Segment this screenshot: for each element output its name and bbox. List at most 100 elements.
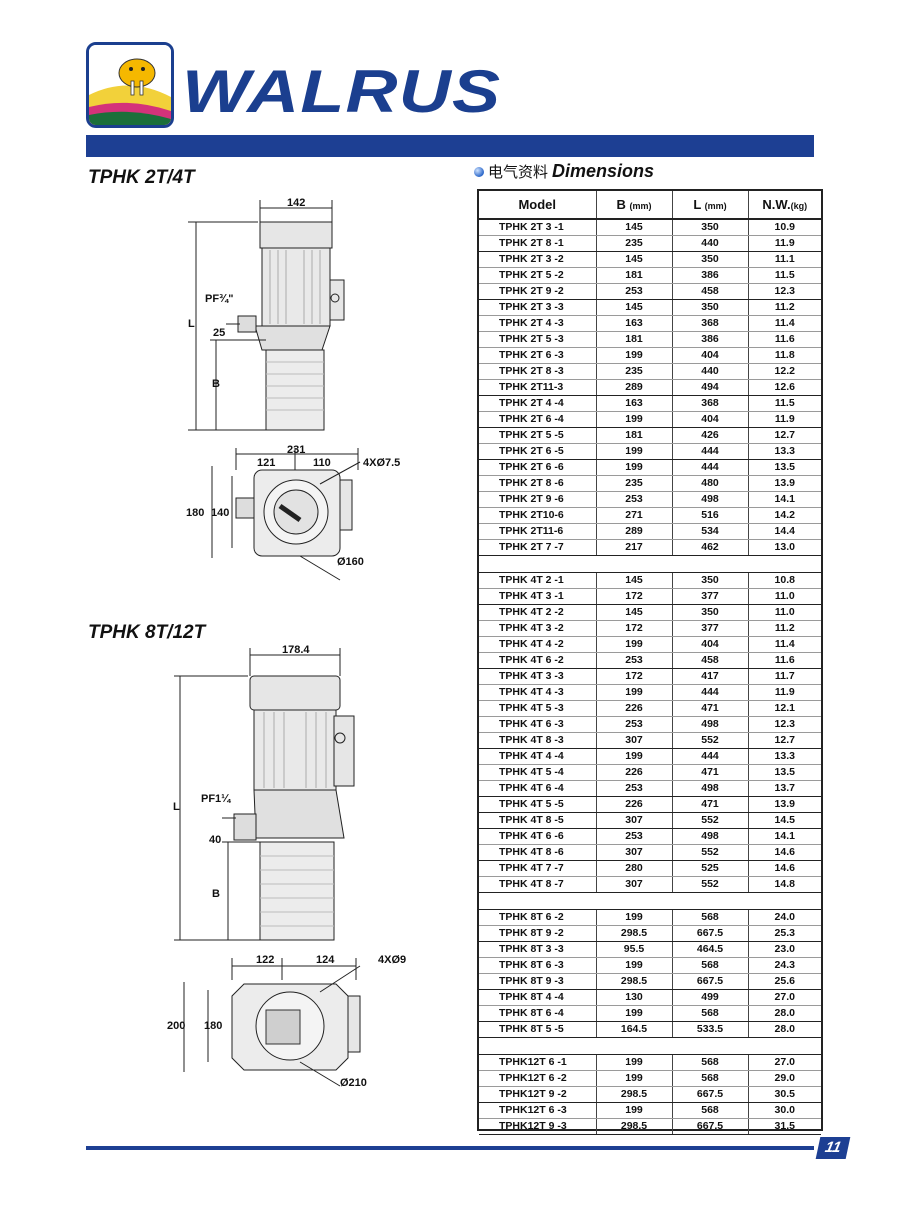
dim-40-large: 40 [209, 834, 222, 846]
dim-L-small: L [188, 318, 195, 330]
walrus-mascot-icon [89, 45, 171, 125]
cell-l: 368 [672, 315, 749, 332]
cell-b: 181 [596, 331, 673, 348]
cell-model: TPHK 4T 2 -1 [479, 572, 597, 589]
cell-nw: 11.5 [748, 267, 821, 284]
cell-l: 404 [672, 347, 749, 364]
cell-model: TPHK12T 9 -3 [479, 1118, 597, 1135]
cell-nw: 29.0 [748, 1070, 821, 1087]
separator-cell [479, 892, 821, 910]
cell-b: 199 [596, 443, 673, 460]
cell-b: 235 [596, 363, 673, 380]
cell-b: 95.5 [596, 941, 673, 958]
cell-model: TPHK 2T 7 -7 [479, 539, 597, 556]
dim-180-large: 180 [204, 1020, 223, 1032]
cell-model: TPHK 2T 6 -4 [479, 411, 597, 428]
cell-model: TPHK 2T11-3 [479, 379, 597, 396]
cell-b: 298.5 [596, 1086, 673, 1103]
cell-b: 226 [596, 796, 673, 813]
cell-nw: 11.9 [748, 411, 821, 428]
cell-model: TPHK 4T 6 -2 [479, 652, 597, 669]
cell-l: 499 [672, 989, 749, 1006]
cell-model: TPHK 8T 6 -2 [479, 909, 597, 926]
cell-l: 568 [672, 1054, 749, 1071]
cell-nw: 24.3 [748, 957, 821, 974]
cell-nw: 31.5 [748, 1118, 821, 1135]
cell-b: 253 [596, 652, 673, 669]
cell-b: 199 [596, 1070, 673, 1087]
cell-model: TPHK 2T 5 -5 [479, 427, 597, 444]
header-l-unit: (mm) [704, 201, 727, 211]
cell-nw: 27.0 [748, 1054, 821, 1071]
dim-right-small: 110 [313, 457, 331, 469]
cell-b: 271 [596, 507, 673, 524]
cell-l: 350 [672, 219, 749, 236]
cell-nw: 11.6 [748, 331, 821, 348]
cell-l: 444 [672, 459, 749, 476]
cell-l: 377 [672, 620, 749, 637]
cell-b: 145 [596, 604, 673, 621]
cell-model: TPHK12T 6 -3 [479, 1102, 597, 1119]
cell-nw: 11.7 [748, 668, 821, 685]
cell-l: 350 [672, 299, 749, 316]
dim-top-width-large: 178.4 [282, 644, 310, 656]
cell-b: 199 [596, 1102, 673, 1119]
header-b-unit: (mm) [629, 201, 652, 211]
cell-l: 667.5 [672, 1118, 749, 1135]
cell-b: 172 [596, 620, 673, 637]
cell-l: 404 [672, 636, 749, 653]
cell-l: 471 [672, 764, 749, 781]
cell-l: 462 [672, 539, 749, 556]
cell-nw: 24.0 [748, 909, 821, 926]
dim-B-large: B [212, 888, 220, 900]
cell-nw: 11.9 [748, 235, 821, 252]
pump-drawings [174, 200, 361, 1087]
cell-model: TPHK 4T 8 -5 [479, 812, 597, 829]
cell-nw: 23.0 [748, 941, 821, 958]
cell-l: 350 [672, 604, 749, 621]
cell-nw: 13.0 [748, 539, 821, 556]
cell-model: TPHK 8T 9 -2 [479, 925, 597, 942]
cell-model: TPHK 2T 3 -1 [479, 219, 597, 236]
section-title-large: TPHK 8T/12T [88, 622, 206, 643]
cell-nw: 11.4 [748, 636, 821, 653]
cell-b: 145 [596, 251, 673, 268]
header-l: L (mm) [672, 191, 749, 220]
cell-b: 181 [596, 267, 673, 284]
cell-b: 199 [596, 636, 673, 653]
cell-nw: 12.2 [748, 363, 821, 380]
cell-l: 498 [672, 491, 749, 508]
cell-nw: 28.0 [748, 1021, 821, 1038]
cell-model: TPHK 2T 5 -2 [479, 267, 597, 284]
cell-b: 130 [596, 989, 673, 1006]
cell-l: 471 [672, 796, 749, 813]
cell-l: 458 [672, 283, 749, 300]
cell-b: 199 [596, 957, 673, 974]
cell-nw: 12.3 [748, 283, 821, 300]
cell-b: 199 [596, 909, 673, 926]
cell-l: 498 [672, 716, 749, 733]
cell-l: 444 [672, 748, 749, 765]
cell-nw: 13.9 [748, 475, 821, 492]
cell-l: 480 [672, 475, 749, 492]
cell-nw: 13.5 [748, 459, 821, 476]
small-pump-plan [211, 448, 361, 581]
cell-model: TPHK 2T 5 -3 [479, 331, 597, 348]
cell-b: 163 [596, 315, 673, 332]
dim-180-small: 180 [186, 507, 205, 519]
cell-l: 533.5 [672, 1021, 749, 1038]
cell-nw: 13.5 [748, 764, 821, 781]
